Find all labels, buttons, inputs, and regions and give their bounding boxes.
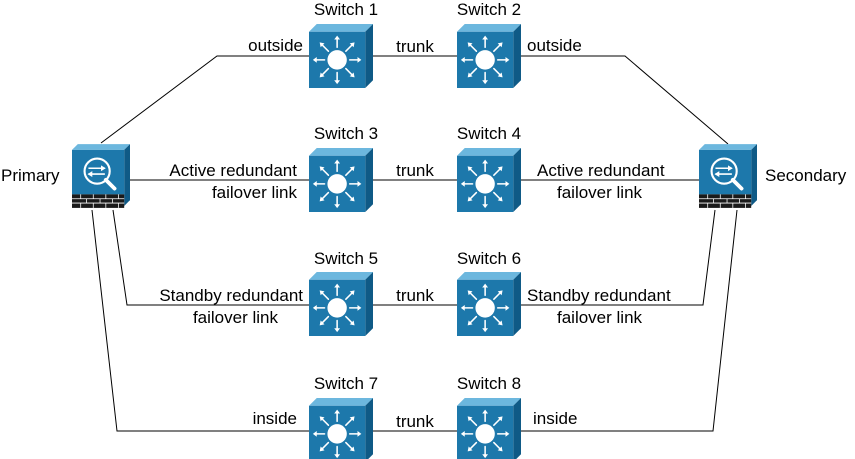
switch-4-label: Switch 4 — [457, 124, 521, 143]
connections — [91, 55, 738, 432]
switch-5-icon[interactable] — [309, 272, 373, 336]
primary-label: Primary — [1, 166, 60, 185]
trunk-label-2: trunk — [396, 161, 434, 180]
standby-link-secondary — [517, 209, 716, 306]
switch-5-label: Switch 5 — [314, 249, 378, 268]
standby-link-primary — [112, 209, 310, 306]
standby-right-label-line1: Standby redundant — [527, 286, 671, 305]
switch-2-icon[interactable] — [457, 24, 521, 88]
secondary-firewall-icon[interactable] — [699, 144, 757, 208]
inside-left-label: inside — [253, 409, 297, 428]
active-right-label-line1: Active redundant — [537, 161, 665, 180]
standby-left-label-line2: failover link — [193, 308, 279, 327]
switch-7-label: Switch 7 — [314, 374, 378, 393]
trunk-label-4: trunk — [396, 412, 434, 431]
switch-2-label: Switch 2 — [457, 0, 521, 19]
outside-right-label: outside — [527, 36, 582, 55]
inside-right-label: inside — [533, 409, 577, 428]
inside-link-primary — [91, 209, 310, 432]
switch-7-icon[interactable] — [309, 398, 373, 459]
trunk-label-1: trunk — [396, 37, 434, 56]
outside-left-label: outside — [248, 36, 303, 55]
outside-link-primary — [100, 55, 310, 144]
trunk-label-3: trunk — [396, 286, 434, 305]
inside-link-secondary — [517, 209, 738, 432]
switch-8-label: Switch 8 — [457, 374, 521, 393]
switch-6-icon[interactable] — [457, 272, 521, 336]
outside-link-secondary — [517, 55, 729, 145]
active-right-label-line2: failover link — [557, 183, 643, 202]
switch-1-icon[interactable] — [309, 24, 373, 88]
secondary-label: Secondary — [765, 166, 847, 185]
standby-right-label-line2: failover link — [557, 308, 643, 327]
switch-3-label: Switch 3 — [314, 124, 378, 143]
switch-6-label: Switch 6 — [457, 249, 521, 268]
switch-4-icon[interactable] — [457, 148, 521, 212]
primary-firewall-icon[interactable] — [72, 144, 130, 208]
switch-3-icon[interactable] — [309, 148, 373, 212]
active-left-label-line1: Active redundant — [169, 161, 297, 180]
standby-left-label-line1: Standby redundant — [159, 286, 303, 305]
active-left-label-line2: failover link — [212, 183, 298, 202]
switch-8-icon[interactable] — [457, 398, 521, 459]
switch-1-label: Switch 1 — [314, 0, 378, 19]
